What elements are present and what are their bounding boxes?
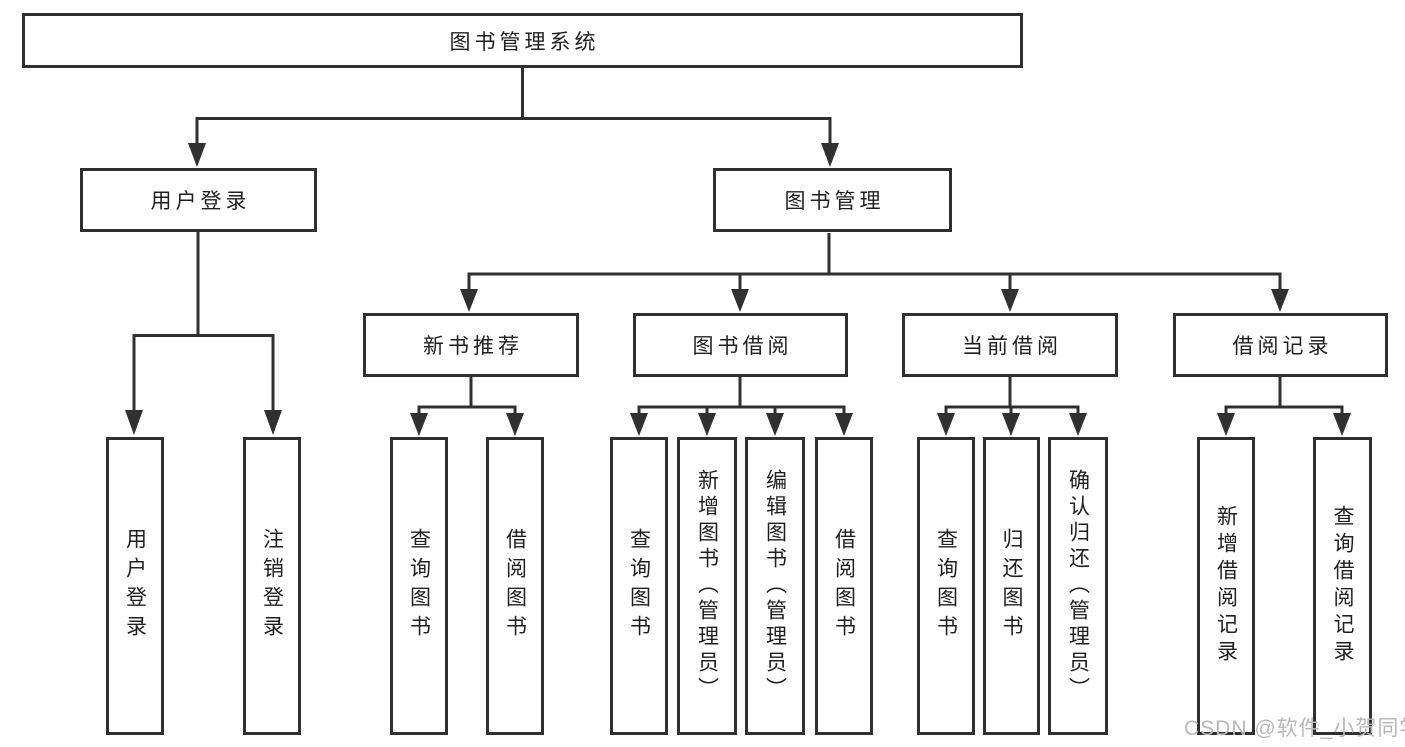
leaf-edit-book-admin: 编辑图书（管理员） xyxy=(745,437,805,735)
leaf-add-borrow-record: 新增借阅记录 xyxy=(1197,437,1255,735)
leaf-user-login: 用户登录 xyxy=(106,437,164,735)
leaf-query-books-recommend: 查询图书 xyxy=(390,437,448,735)
node-book-borrow: 图书借阅 xyxy=(633,313,848,377)
node-user-login: 用户登录 xyxy=(80,168,317,232)
leaf-borrow-books-recommend: 借阅图书 xyxy=(486,437,544,735)
node-root: 图书管理系统 xyxy=(22,13,1023,68)
leaf-return-books: 归还图书 xyxy=(983,437,1040,735)
leaf-borrow-books-borrow: 借阅图书 xyxy=(815,437,873,735)
leaf-query-borrow-record: 查询借阅记录 xyxy=(1313,437,1372,735)
watermark: CSDN @软件_小贺同学 xyxy=(1184,717,1405,740)
node-borrow-records: 借阅记录 xyxy=(1173,313,1388,377)
leaf-add-book-admin: 新增图书（管理员） xyxy=(677,437,737,735)
leaf-confirm-return-admin: 确认归还（管理员） xyxy=(1048,437,1108,735)
node-book-management: 图书管理 xyxy=(713,168,952,232)
node-new-book-recommend: 新书推荐 xyxy=(363,313,579,377)
leaf-query-books-borrow: 查询图书 xyxy=(610,437,668,735)
leaf-query-books-current: 查询图书 xyxy=(917,437,975,735)
leaf-logout: 注销登录 xyxy=(243,437,301,735)
node-current-borrow: 当前借阅 xyxy=(902,313,1118,377)
